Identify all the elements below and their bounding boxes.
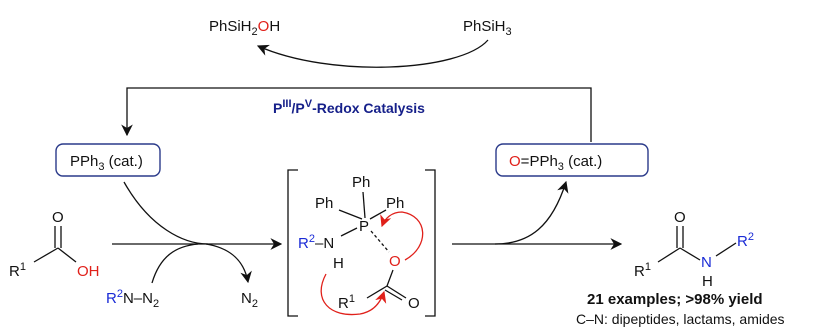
acid-r-letter: R bbox=[9, 263, 20, 280]
silanol-sub: 2 bbox=[252, 26, 258, 38]
silane-ph: PhSiH bbox=[463, 18, 506, 35]
n2-label: N2 bbox=[241, 290, 258, 310]
silane-arc-arrow bbox=[256, 39, 489, 68]
azide-curve-in bbox=[151, 243, 199, 284]
int-n-dash: – bbox=[315, 235, 324, 252]
silanol-label: PhSiH2OH bbox=[209, 18, 280, 38]
amide-r1: R1 bbox=[634, 261, 651, 280]
oxyphosphonium-intermediate: Ph Ph Ph P R2–N H O R1 O bbox=[298, 174, 424, 316]
catalyst-opph3-label: O=PPh3 (cat.) bbox=[509, 153, 602, 173]
redox-rest: -Redox Catalysis bbox=[312, 100, 425, 116]
n2-curve-out bbox=[205, 243, 252, 284]
amide-r2-letter: R bbox=[737, 233, 748, 250]
intermediate-bracket bbox=[287, 169, 436, 317]
amide-r1-sup: 1 bbox=[645, 261, 651, 273]
pph3-sub: 3 bbox=[98, 161, 104, 173]
acid-r-sup: 1 bbox=[20, 261, 26, 273]
cycle-frame bbox=[121, 87, 592, 142]
summary-title: 21 examples; >98% yield bbox=[587, 291, 763, 308]
acid-o: O bbox=[52, 209, 64, 226]
int-p: P bbox=[359, 218, 369, 235]
opph3-a: PPh bbox=[529, 153, 557, 170]
int-o-carbonyl: O bbox=[408, 295, 420, 312]
redox-slash: /P bbox=[292, 100, 305, 116]
catalyst-pph3-label: PPh3 (cat.) bbox=[70, 153, 143, 173]
int-ph-right: Ph bbox=[386, 195, 404, 212]
pph3-b: (cat.) bbox=[104, 153, 142, 170]
amide-r2-sup: 2 bbox=[748, 231, 754, 243]
int-n: N bbox=[323, 235, 334, 252]
amide-o: O bbox=[674, 209, 686, 226]
int-r2-letter: R bbox=[298, 235, 309, 252]
n2-sub: 2 bbox=[252, 298, 258, 310]
azide-rest: N–N bbox=[123, 290, 153, 307]
azide-sub: 2 bbox=[153, 298, 159, 310]
amide-h: H bbox=[702, 273, 713, 290]
int-r1: R1 bbox=[338, 293, 355, 312]
carboxylic-acid: O R1 OH bbox=[9, 209, 100, 280]
redox-sup-iii: III bbox=[282, 98, 291, 110]
summary-detail: C–N: dipeptides, lactams, amides bbox=[576, 311, 785, 327]
azide-sup: 2 bbox=[117, 288, 123, 300]
opph3-eq: = bbox=[521, 153, 530, 170]
red-arrow-o-p bbox=[380, 211, 424, 261]
opph3-curve-arrow bbox=[494, 180, 569, 245]
silanol-o: O bbox=[258, 18, 270, 35]
int-h: H bbox=[333, 255, 344, 272]
amide-r1-letter: R bbox=[634, 263, 645, 280]
silanol-h: H bbox=[269, 18, 280, 35]
azide-label: R2N–N2 bbox=[106, 288, 159, 310]
amide-r2: R2 bbox=[737, 231, 754, 250]
int-r2-sup: 2 bbox=[309, 233, 315, 245]
redox-p: P bbox=[273, 100, 282, 116]
azide-r: R bbox=[106, 290, 117, 307]
phenylsilane-label: PhSiH3 bbox=[463, 18, 512, 38]
silanol-ph: PhSiH bbox=[209, 18, 252, 35]
int-ph-left: Ph bbox=[315, 195, 333, 212]
int-r1-sup: 1 bbox=[349, 293, 355, 305]
acid-r: R1 bbox=[9, 261, 26, 280]
redox-sup-v: V bbox=[305, 98, 313, 110]
opph3-b: (cat.) bbox=[564, 153, 602, 170]
pph3-curve-arrow bbox=[123, 181, 209, 245]
int-ph-top: Ph bbox=[352, 174, 370, 191]
acid-oh: OH bbox=[77, 263, 100, 280]
int-r2n: R2–N bbox=[298, 233, 334, 252]
int-r1-letter: R bbox=[338, 295, 349, 312]
amide-product: O R1 N H R2 bbox=[634, 209, 754, 290]
n2-n: N bbox=[241, 290, 252, 307]
opph3-o: O bbox=[509, 153, 521, 170]
opph3-sub: 3 bbox=[558, 161, 564, 173]
catalyst-box-opph3 bbox=[495, 143, 649, 177]
catalyst-box-pph3 bbox=[55, 143, 161, 177]
int-o-ester: O bbox=[389, 253, 401, 270]
silane-sub: 3 bbox=[506, 26, 512, 38]
red-arrow-n-attack bbox=[320, 273, 387, 316]
redox-title: PIII/PV-Redox Catalysis bbox=[273, 98, 425, 116]
amide-n: N bbox=[701, 254, 712, 271]
pph3-a: PPh bbox=[70, 153, 98, 170]
